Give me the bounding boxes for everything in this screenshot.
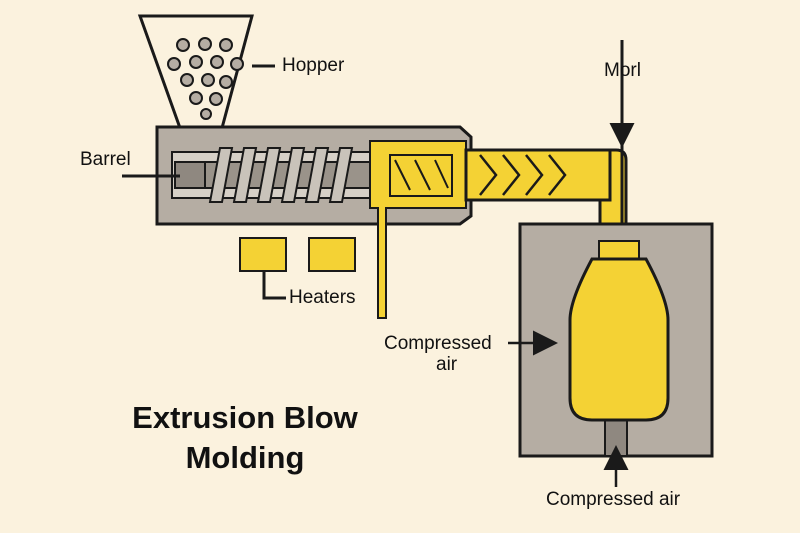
barrel-label: Barrel — [80, 149, 131, 170]
bottle — [568, 240, 670, 422]
molten-plastic-barrel — [369, 140, 467, 319]
plastic-pellets — [167, 37, 244, 120]
screw — [174, 147, 373, 203]
hopper-label: Hopper — [282, 55, 345, 76]
heater-right — [308, 237, 356, 272]
compressed-air-bottom-label: Compressed air — [546, 489, 681, 510]
diagram-title-line2: Molding — [185, 440, 305, 475]
mold-label: Morl — [604, 60, 641, 81]
heaters-leader — [262, 271, 286, 300]
heater-left — [239, 237, 287, 272]
diagram-title-line1: Extrusion Blow — [132, 400, 358, 435]
compressed-air-side-label-line2: air — [436, 354, 458, 375]
parison-pipe — [464, 148, 628, 242]
heaters-label: Heaters — [289, 287, 356, 308]
compressed-air-side-label-line1: Compressed — [384, 333, 492, 354]
